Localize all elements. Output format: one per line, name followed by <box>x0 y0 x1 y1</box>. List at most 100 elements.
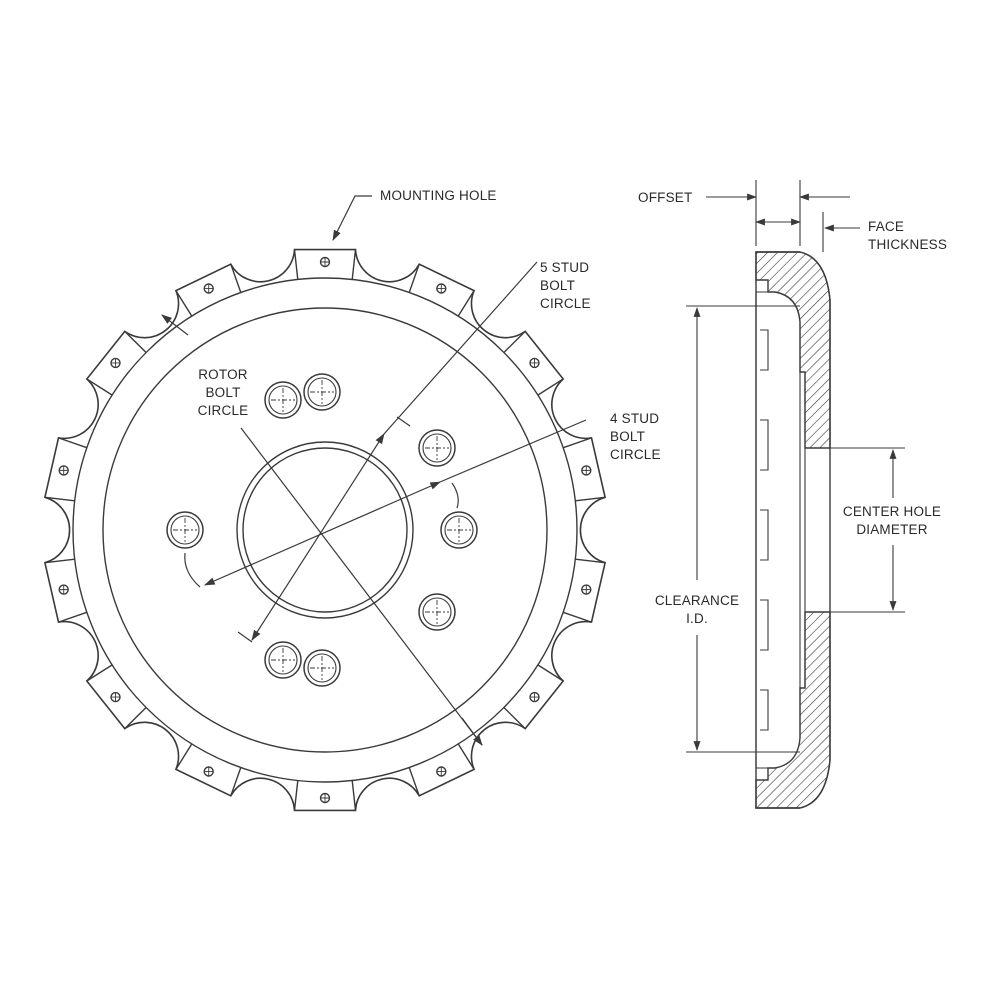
stud-holes <box>166 373 478 687</box>
stud-hole <box>264 641 302 679</box>
section-outline <box>755 251 831 809</box>
stud-hole <box>307 377 337 407</box>
tab-edge <box>457 743 475 770</box>
stud-hole <box>268 645 298 675</box>
stud-hole-centerline <box>310 656 334 680</box>
clearance-line-1: CLEARANCE <box>654 593 740 608</box>
ext-tick <box>396 416 411 427</box>
stud-hole <box>422 597 452 627</box>
mounting-hole <box>436 283 447 294</box>
mounting-hole <box>581 584 592 595</box>
stud-hole <box>303 649 341 687</box>
face-thickness-line-1: FACE <box>868 219 905 234</box>
face-thickness-line-2: THICKNESS <box>868 237 948 252</box>
rotor-line-1: ROTOR <box>198 367 248 382</box>
scalloped-outer-edge <box>43 248 607 812</box>
stud-hole-centerline <box>310 380 334 404</box>
rotor-line-3: CIRCLE <box>197 403 249 418</box>
stud-hole-centerline <box>425 600 449 624</box>
stud-hole <box>440 511 478 549</box>
ext-tick <box>237 631 253 643</box>
tab-edge <box>408 767 420 797</box>
tab-edge <box>562 437 592 449</box>
four-stud-line <box>204 481 441 586</box>
four-stud-line-3: CIRCLE <box>610 447 661 462</box>
mounting-tabs <box>44 249 606 811</box>
mounting-hole-cross <box>59 466 68 475</box>
five-stud-line-3: CIRCLE <box>540 296 591 311</box>
tab-edge <box>503 330 526 353</box>
tab-edge <box>58 611 88 623</box>
section-inner-step <box>755 291 769 769</box>
mounting-hole-cross <box>530 693 539 702</box>
center-hole-line-1: CENTER HOLE <box>842 504 942 519</box>
tab-edge <box>124 707 147 730</box>
four-stud-line-2: BOLT <box>610 429 646 444</box>
center-hole-line-2: DIAMETER <box>856 522 928 537</box>
tab-edge <box>86 378 113 396</box>
mounting-hole <box>203 766 214 777</box>
stud-hole <box>264 381 302 419</box>
mounting-hole-cross <box>437 767 446 776</box>
mounting-hole-cross <box>437 284 446 293</box>
stud-hole <box>422 433 452 463</box>
tab-edge <box>351 249 357 280</box>
four-stud-line-1: 4 STUD <box>610 411 660 426</box>
mounting-hole <box>581 465 592 476</box>
tab-edge <box>562 611 592 623</box>
mounting-hole <box>319 256 331 268</box>
clearance-id-label: CLEARANCE I.D. <box>642 592 752 628</box>
tab-edge <box>175 743 193 770</box>
mounting-hole <box>203 283 214 294</box>
tab-edge <box>44 496 75 502</box>
mounting-hole-leader <box>332 195 372 241</box>
tab-edge <box>58 437 88 449</box>
tab-edge <box>575 496 606 502</box>
tab-edge <box>575 558 606 564</box>
four-stud-bolt-circle-label: 4 STUD BOLT CIRCLE <box>610 410 661 464</box>
ext-arc <box>451 482 459 509</box>
tab-edge <box>230 767 242 797</box>
rotor-bolt-arrow-top <box>161 314 189 336</box>
stud-hole <box>268 385 298 415</box>
center-hole-diameter-label: CENTER HOLE DIAMETER <box>832 503 952 539</box>
face-thickness-label: FACE THICKNESS <box>868 218 947 254</box>
mounting-hole <box>110 357 121 369</box>
tab-edge <box>230 263 242 293</box>
mounting-hole-cross <box>582 466 591 475</box>
stud-hole <box>444 515 474 545</box>
center-hole-outer <box>236 441 414 619</box>
five-stud-leader <box>383 261 538 435</box>
mounting-hole-cross <box>530 358 539 367</box>
rotor-bolt-circle-line <box>240 427 483 746</box>
mounting-hole <box>436 766 447 777</box>
mounting-hole <box>58 584 69 595</box>
tab-edge <box>293 780 299 811</box>
section-hatch-top <box>755 251 831 449</box>
tab-edge <box>503 707 526 730</box>
stud-hole-centerline <box>173 518 197 542</box>
offset-label: OFFSET <box>638 190 693 205</box>
mounting-hole-cross <box>204 767 213 776</box>
stud-hole <box>170 515 200 545</box>
rotor-line-2: BOLT <box>205 385 241 400</box>
tab-edge <box>124 330 147 353</box>
tab-edge <box>537 378 564 396</box>
tab-edge <box>408 263 420 293</box>
rotor-bolt-circle-label: ROTOR BOLT CIRCLE <box>178 366 268 420</box>
face-outer-circle <box>102 307 548 753</box>
mounting-hole <box>58 465 69 476</box>
stud-hole-centerline <box>271 388 295 412</box>
center-hole-inner <box>242 447 408 613</box>
mounting-hole <box>110 691 121 703</box>
mounting-hole-cross <box>204 284 213 293</box>
tab-edge <box>293 249 299 280</box>
mounting-hole-cross <box>111 358 120 367</box>
mounting-hole <box>319 792 331 804</box>
stud-hole <box>418 429 456 467</box>
mounting-hole-cross <box>111 693 120 702</box>
mounting-hole-cross <box>59 585 68 594</box>
tab-edge <box>351 780 357 811</box>
stud-hole-centerline <box>271 648 295 672</box>
